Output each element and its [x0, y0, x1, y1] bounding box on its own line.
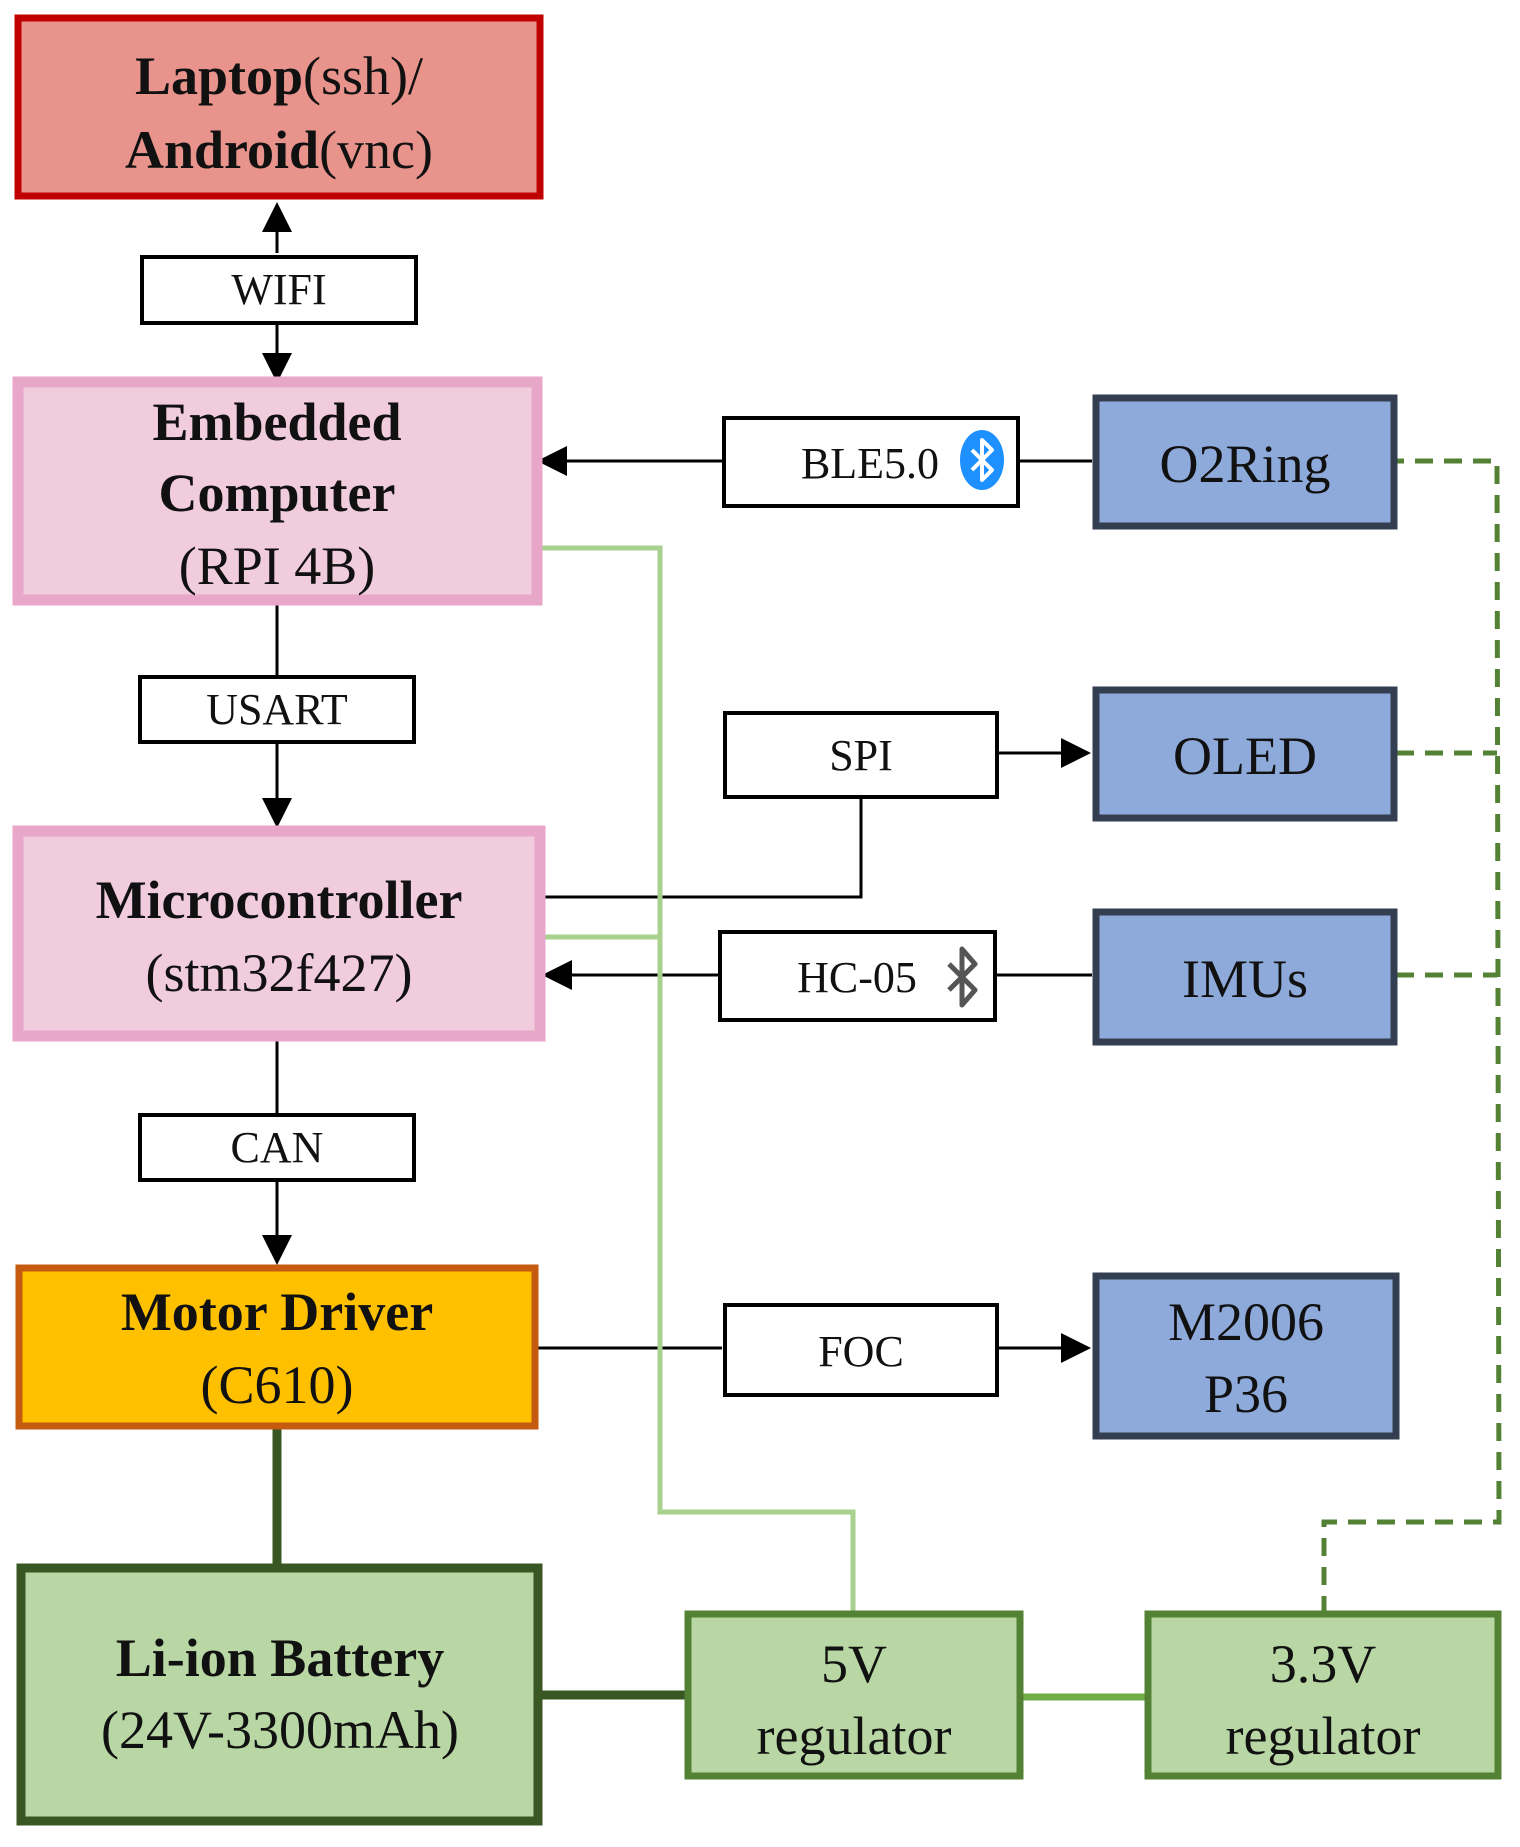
embedded-computer-node: Embedded Computer (RPI 4B) [12, 376, 543, 606]
battery-line2: (24V-3300mAh) [101, 1700, 459, 1760]
motor-driver-line2: (C610) [201, 1355, 354, 1415]
computer-line2: Computer [159, 463, 396, 523]
reg5-line2: regulator [757, 1706, 952, 1766]
motor-driver-node: Motor Driver (C610) [15, 1264, 539, 1430]
o2ring-label: O2Ring [1159, 434, 1330, 494]
motor-line2: P36 [1204, 1364, 1288, 1424]
android-protocol-label: (vnc) [319, 120, 433, 180]
o2ring-node: O2Ring [1092, 394, 1398, 530]
imus-label: IMUs [1182, 949, 1308, 1009]
regulator-5v-node: 5V regulator [684, 1610, 1024, 1780]
ble-link-box: BLE5.0 [722, 416, 1020, 508]
spi-link-line-micro [540, 797, 863, 899]
oled-node: OLED [1092, 686, 1398, 822]
power-5v-line [538, 545, 856, 1614]
foc-label: FOC [818, 1327, 904, 1376]
reg33-line2: regulator [1226, 1706, 1421, 1766]
wifi-link-box: WIFI [140, 255, 418, 325]
hc05-link-box: HC-05 [718, 930, 997, 1022]
battery-node: Li-ion Battery (24V-3300mAh) [16, 1563, 543, 1826]
spi-link-box: SPI [723, 711, 999, 799]
reg33-line1: 3.3V [1270, 1634, 1377, 1694]
computer-line3: (RPI 4B) [179, 536, 376, 596]
micro-line1: Microcontroller [96, 870, 463, 930]
ble-label: BLE5.0 [801, 439, 939, 488]
foc-link-box: FOC [723, 1303, 999, 1397]
power-3v3-dashed-line [1321, 458, 1502, 1614]
imus-node: IMUs [1092, 908, 1398, 1046]
svg-text:Android(vnc): Android(vnc) [125, 120, 433, 180]
motor-node: M2006 P36 [1092, 1272, 1400, 1440]
computer-line1: Embedded [152, 392, 401, 452]
laptop-android-node: Laptop(ssh)/ Android(vnc) [14, 14, 544, 200]
microcontroller-node: Microcontroller (stm32f427) [12, 825, 546, 1042]
android-label: Android [125, 120, 319, 180]
oled-label: OLED [1173, 726, 1317, 786]
svg-text:Laptop(ssh)/: Laptop(ssh)/ [135, 46, 423, 106]
usart-label: USART [206, 685, 348, 734]
hc05-label: HC-05 [797, 953, 917, 1002]
bluetooth-icon [960, 430, 1004, 490]
laptop-protocol-label: (ssh)/ [303, 46, 423, 106]
bluetooth-icon [947, 946, 978, 1008]
usart-link-box: USART [138, 675, 416, 744]
reg5-line1: 5V [821, 1634, 887, 1694]
regulator-3v3-node: 3.3V regulator [1144, 1610, 1502, 1780]
motor-line1: M2006 [1168, 1292, 1324, 1352]
can-label: CAN [231, 1123, 324, 1172]
motor-driver-line1: Motor Driver [121, 1282, 433, 1342]
laptop-label: Laptop [135, 46, 303, 106]
wifi-label: WIFI [231, 265, 326, 314]
micro-line2: (stm32f427) [146, 943, 413, 1003]
can-link-box: CAN [138, 1113, 416, 1182]
spi-label: SPI [829, 731, 893, 780]
battery-line1: Li-ion Battery [116, 1628, 444, 1688]
